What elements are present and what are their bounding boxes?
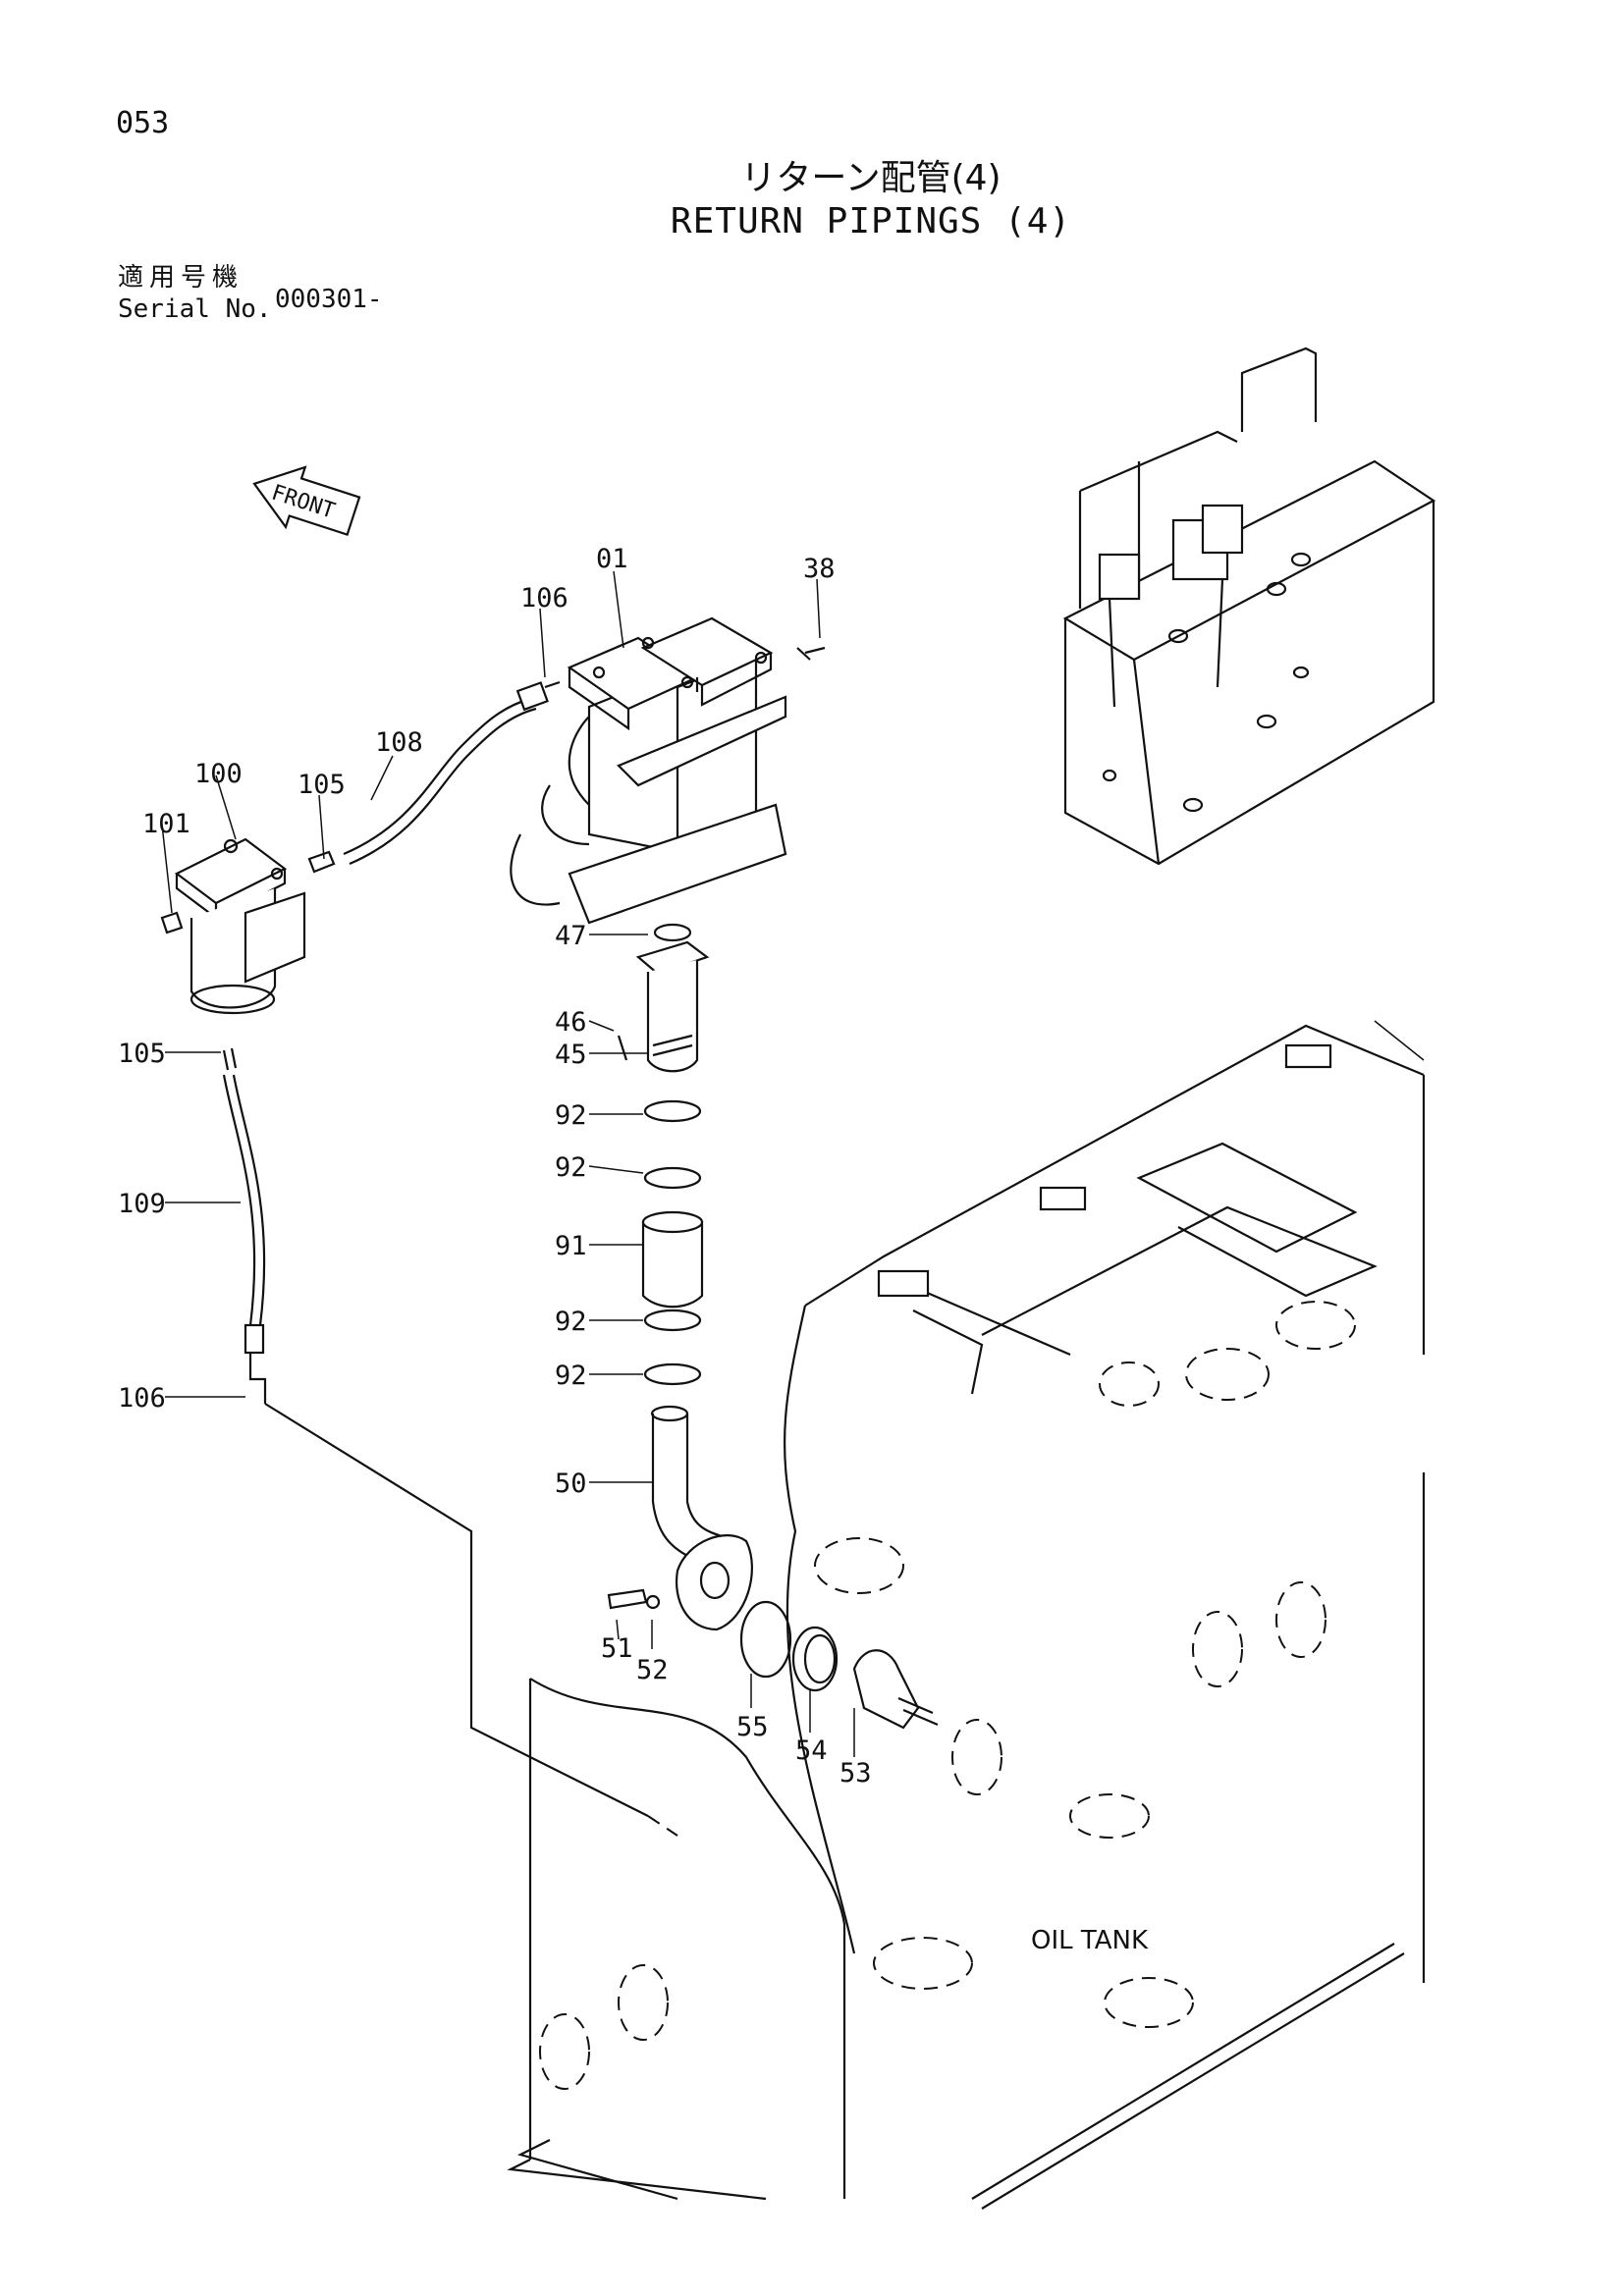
page-number: 053 [116, 106, 170, 140]
callout-92-c: 92 [555, 1307, 587, 1337]
pipe-stack [607, 940, 939, 1730]
callout-91: 91 [555, 1231, 587, 1261]
callout-109: 109 [118, 1189, 166, 1219]
page-title: RETURN PIPINGS (4) [670, 201, 1072, 241]
callout-53: 53 [839, 1758, 872, 1789]
serial-label: Serial No. [118, 294, 272, 324]
callout-52: 52 [636, 1655, 669, 1685]
secondary-filter-100 [160, 837, 336, 1015]
serial-label-japanese: 適用号機 [118, 263, 244, 293]
page-title-japanese: リターン配管(4) [740, 158, 1001, 198]
callout-51: 51 [601, 1633, 633, 1664]
callout-92-a: 92 [555, 1100, 587, 1131]
callout-55: 55 [736, 1712, 769, 1742]
hose-109 [222, 1047, 678, 1837]
oil-tank-label: OIL TANK [1031, 1926, 1149, 1955]
callout-101: 101 [142, 809, 190, 839]
callout-92-d: 92 [555, 1361, 587, 1391]
callout-105-left: 105 [118, 1039, 166, 1069]
callout-01: 01 [596, 544, 628, 574]
hose-108 [343, 680, 561, 866]
callout-45: 45 [555, 1040, 587, 1070]
callout-54: 54 [795, 1735, 828, 1766]
oil-tank-illustration: OIL TANK [507, 1020, 1426, 2210]
callout-50: 50 [555, 1468, 587, 1499]
callout-47: 47 [555, 921, 587, 951]
leader-lines [161, 570, 855, 1757]
return-filter-assembly [510, 616, 826, 942]
callout-38: 38 [803, 554, 836, 584]
callout-labels: 01 38 106 108 100 105 101 47 46 45 92 92… [118, 544, 872, 1789]
callout-106-left: 106 [118, 1383, 166, 1414]
callout-46: 46 [555, 1007, 587, 1038]
callout-92-b: 92 [555, 1152, 587, 1183]
reference-tank-illustration [1062, 347, 1436, 866]
front-arrow-icon: FRONT [252, 465, 361, 537]
callout-100: 100 [194, 759, 243, 789]
serial-number: 000301- [275, 285, 383, 314]
callout-105-top: 105 [298, 770, 346, 800]
callout-106-top: 106 [520, 583, 568, 614]
callout-108: 108 [375, 727, 423, 758]
